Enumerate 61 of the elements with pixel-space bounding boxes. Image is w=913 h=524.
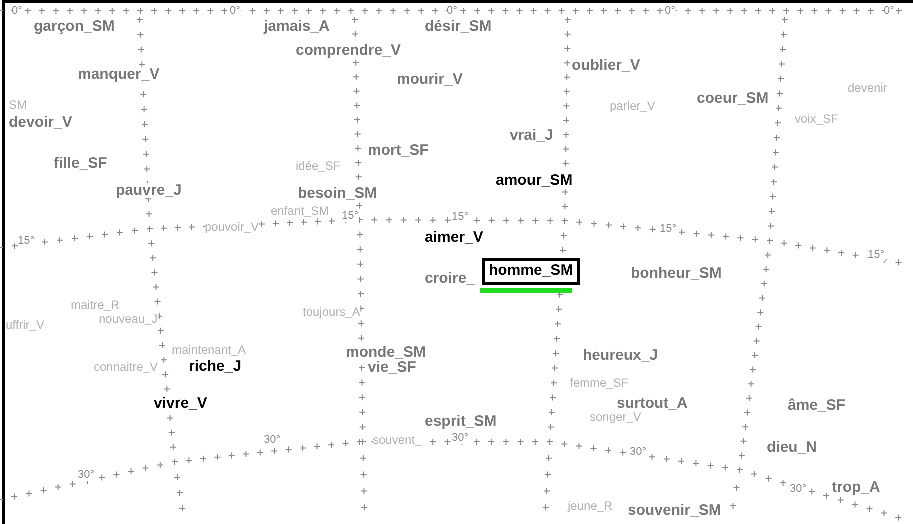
word-label: maintenant_A xyxy=(172,344,246,356)
word-label: amour_SM xyxy=(496,173,573,188)
selected-word-box: homme_SM xyxy=(482,258,580,284)
word-label: voix_SF xyxy=(795,113,838,125)
graticule-label: 15° xyxy=(452,212,469,223)
graticule-label: 15° xyxy=(660,224,677,235)
word-label: mort_SF xyxy=(368,143,429,158)
word-label: oublier_V xyxy=(572,58,640,73)
word-label: enfant_SM xyxy=(271,205,330,217)
word-label: aimer_V xyxy=(425,230,484,245)
graticule-label: 0° xyxy=(12,6,23,17)
word-label: manquer_V xyxy=(78,67,160,82)
word-label: fille_SF xyxy=(54,156,108,171)
word-label: vivre_V xyxy=(154,396,208,411)
word-label: comprendre_V xyxy=(296,43,402,58)
graticule-label: 30° xyxy=(452,433,469,444)
graticule-label: 15° xyxy=(342,211,359,222)
word-label: jeune_R xyxy=(568,500,613,512)
word-label: âme_SF xyxy=(788,398,846,413)
word-label: souvenir_SM xyxy=(628,503,722,518)
word-label: parler_V xyxy=(610,100,656,112)
graticule-label: 0° xyxy=(230,6,241,17)
word-label: devoir_V xyxy=(9,115,72,130)
word-label: pauvre_J xyxy=(116,183,182,198)
word-label: idée_SF xyxy=(296,160,341,172)
word-label: monde_SM xyxy=(346,345,426,360)
word-label: jamais_A xyxy=(264,19,330,34)
word-label: dieu_N xyxy=(767,440,818,455)
graticule-label: 30° xyxy=(78,470,95,481)
graticule-label: 15° xyxy=(18,236,35,247)
word-label: maitre_R xyxy=(71,299,120,311)
word-label: songer_V xyxy=(590,411,642,423)
word-label: femme_SF xyxy=(570,377,629,389)
word-label: uffrir_V xyxy=(6,319,44,331)
word-label: besoin_SM xyxy=(298,186,378,201)
word-label: nouveau_J xyxy=(99,313,158,325)
word-label: heureux_J xyxy=(583,348,658,363)
word-label: riche_J xyxy=(189,359,242,374)
graticule-label: 0° xyxy=(447,6,458,17)
word-label: souvent_ xyxy=(373,434,422,446)
word-label: connaitre_V xyxy=(94,361,158,373)
word-label: pouvoir_V xyxy=(205,221,260,233)
graticule-label: 30° xyxy=(264,435,281,446)
graticule-label: 0° xyxy=(884,6,895,17)
word-label: surtout_A xyxy=(617,396,688,411)
word-label: désir_SM xyxy=(425,19,492,34)
word-label: SM xyxy=(9,99,27,111)
graticule-label: 30° xyxy=(630,447,647,458)
graticule-label: 0° xyxy=(665,6,676,17)
graticule-label: 15° xyxy=(868,250,885,261)
word-label: coeur_SM xyxy=(697,91,769,106)
word-label: vie_SF xyxy=(368,360,416,375)
word-label: esprit_SM xyxy=(425,414,497,429)
word-label: toujours_A xyxy=(303,306,360,318)
word-label: devenir xyxy=(848,82,888,94)
word-label: mourir_V xyxy=(397,72,463,87)
word-label: garçon_SM xyxy=(34,19,115,34)
graticule-label: 30° xyxy=(790,484,807,495)
word-label: vrai_J xyxy=(510,128,554,143)
word-label: trop_A xyxy=(832,480,880,495)
word-label: bonheur_SM xyxy=(631,266,722,281)
